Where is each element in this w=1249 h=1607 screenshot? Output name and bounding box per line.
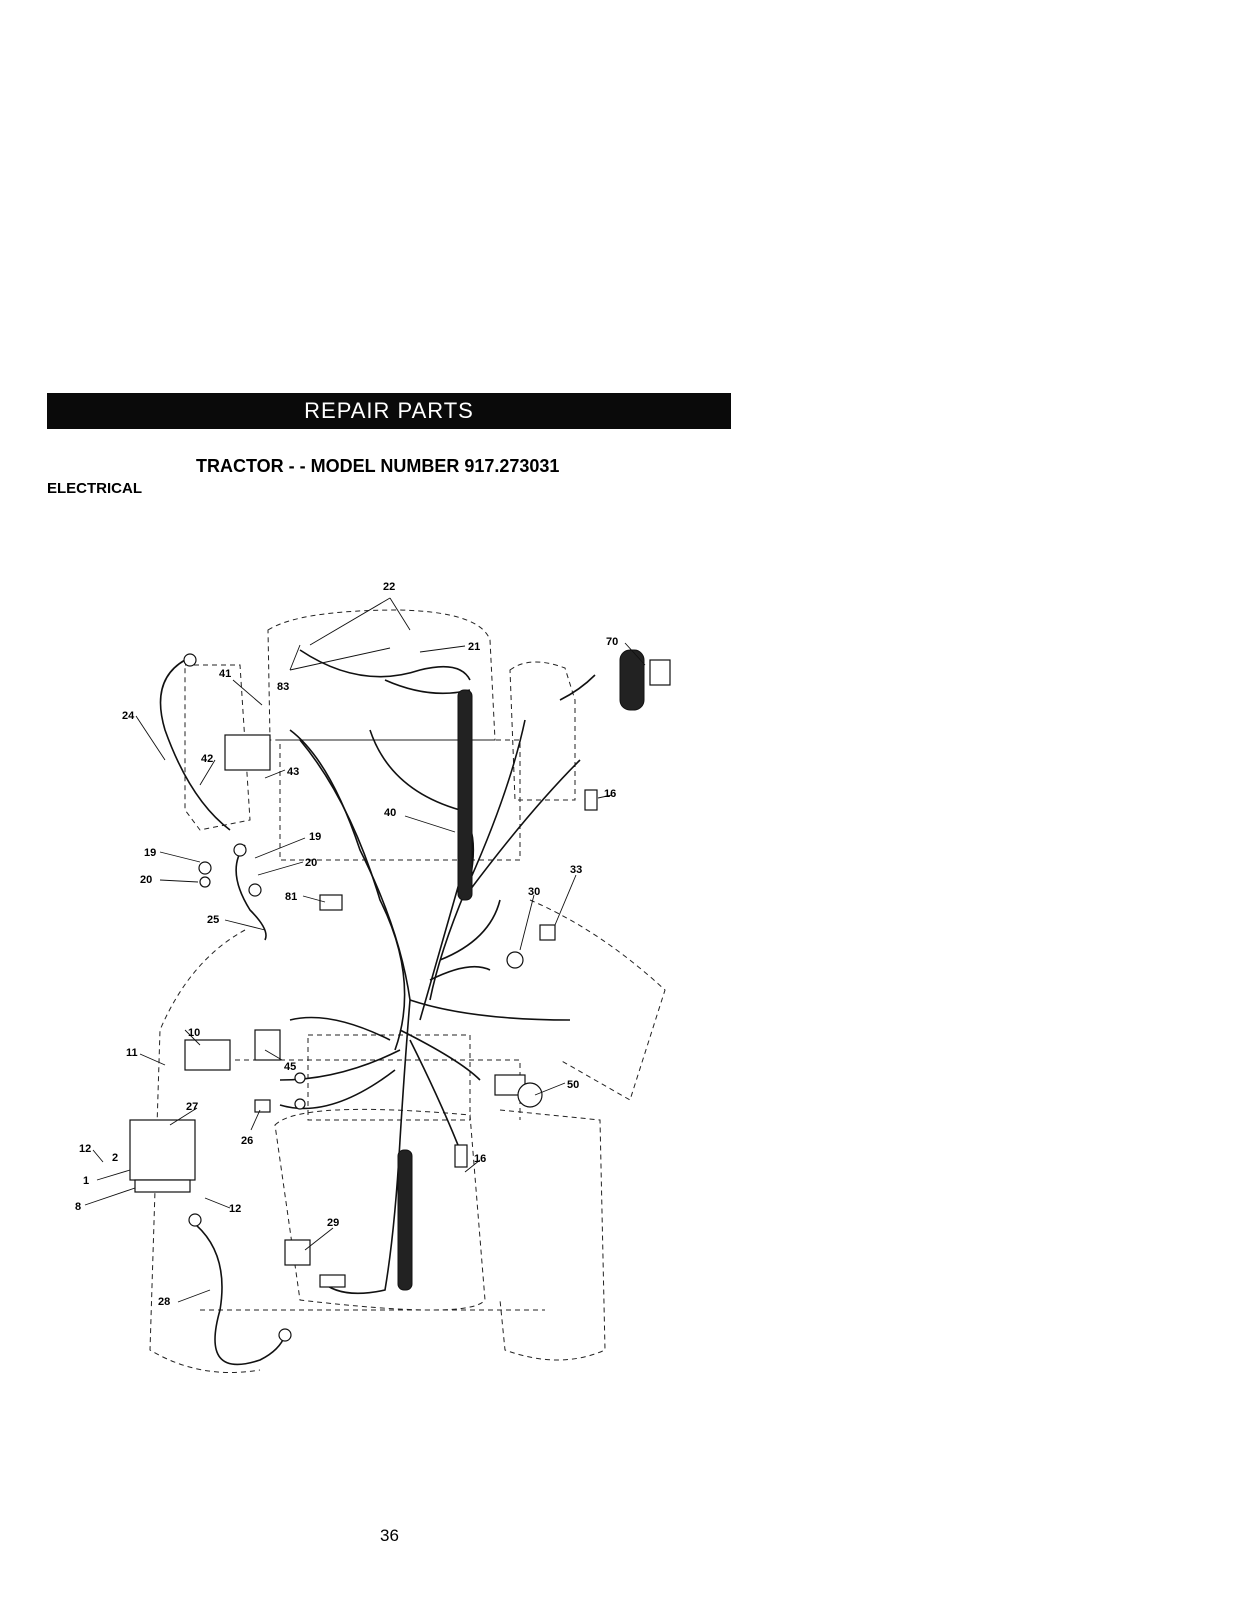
callout-12-left: 12 <box>79 1143 91 1155</box>
callout-83: 83 <box>277 681 289 693</box>
battery-tray <box>135 1180 190 1192</box>
connector-70 <box>650 660 670 685</box>
solenoid <box>225 735 270 770</box>
battery <box>130 1120 195 1180</box>
part-26 <box>255 1100 270 1112</box>
callout-43: 43 <box>287 766 299 778</box>
callout-81: 81 <box>285 891 297 903</box>
page-number: 36 <box>380 1526 399 1546</box>
switch-33 <box>540 925 555 940</box>
callout-21: 21 <box>468 641 480 653</box>
connector-16 <box>585 790 597 810</box>
callout-16-lower: 16 <box>474 1153 486 1165</box>
callout-1: 1 <box>83 1175 89 1187</box>
connector-16b <box>455 1145 467 1167</box>
callout-11: 11 <box>126 1047 138 1059</box>
callout-40: 40 <box>384 807 396 819</box>
callout-20-left: 20 <box>140 874 152 886</box>
callout-50: 50 <box>567 1079 579 1091</box>
callout-2: 2 <box>112 1152 118 1164</box>
callout-19-left: 19 <box>144 847 156 859</box>
callout-24: 24 <box>122 710 135 722</box>
callout-42: 42 <box>201 753 213 765</box>
callout-22: 22 <box>383 581 395 593</box>
switch-30 <box>507 952 523 968</box>
callout-70: 70 <box>606 636 618 648</box>
callout-41: 41 <box>219 668 231 680</box>
seat-switch <box>285 1240 310 1265</box>
callout-30: 30 <box>528 886 540 898</box>
callout-labels: 22 21 70 41 83 24 42 43 16 40 19 20 19 2… <box>75 581 618 1308</box>
callout-16: 16 <box>604 788 616 800</box>
callout-12-right: 12 <box>229 1203 241 1215</box>
battery-strap <box>185 1040 230 1070</box>
callout-27: 27 <box>186 1101 198 1113</box>
callout-26: 26 <box>241 1135 253 1147</box>
callout-25: 25 <box>207 914 219 926</box>
ignition-key <box>518 1083 542 1107</box>
callout-45: 45 <box>284 1061 296 1073</box>
callout-10: 10 <box>188 1027 200 1039</box>
callout-19-right: 19 <box>309 831 321 843</box>
callout-33: 33 <box>570 864 582 876</box>
callout-29: 29 <box>327 1217 339 1229</box>
callout-28: 28 <box>158 1296 170 1308</box>
connector <box>320 1275 345 1287</box>
callout-20-right: 20 <box>305 857 317 869</box>
leader-lines <box>85 598 645 1302</box>
callout-8: 8 <box>75 1201 81 1213</box>
relay-81 <box>320 895 342 910</box>
fuse-holder <box>255 1030 280 1060</box>
